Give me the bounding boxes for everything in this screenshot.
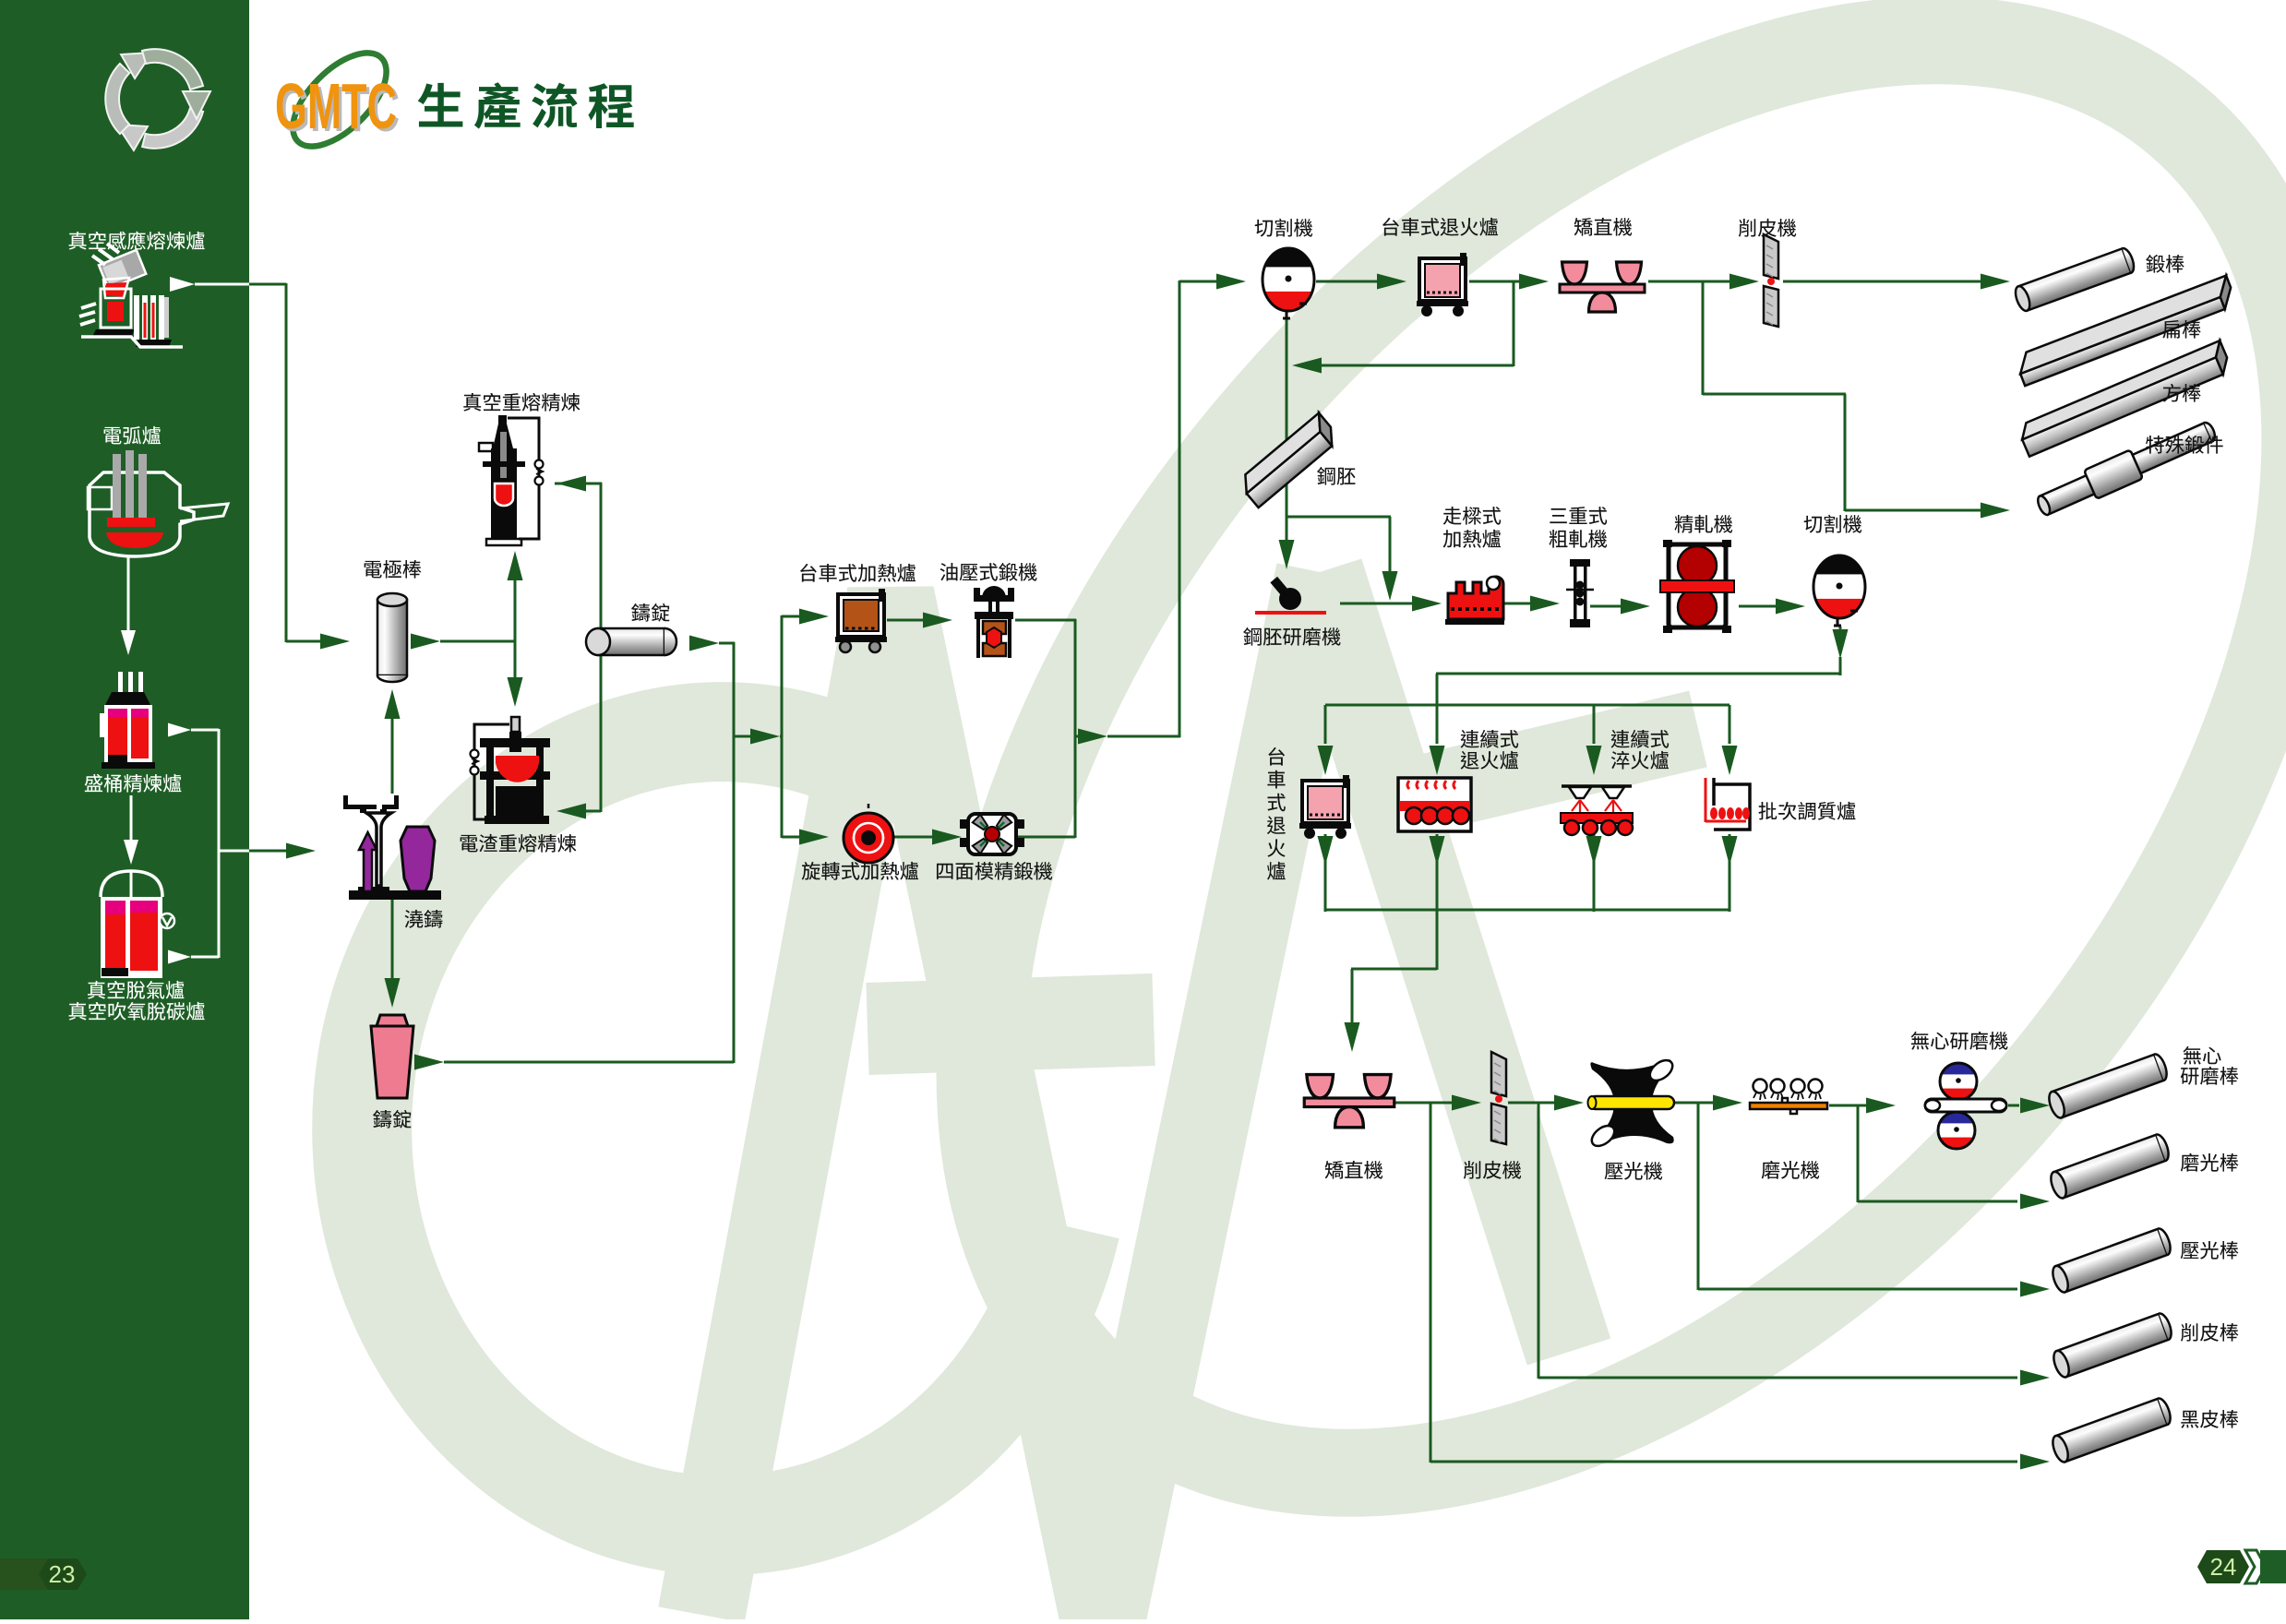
svg-text:GMTC: GMTC	[275, 71, 397, 142]
svg-text:24: 24	[2210, 1553, 2237, 1581]
svg-text:GMTC: GMTC	[278, 74, 400, 145]
svg-text:23: 23	[49, 1560, 76, 1588]
